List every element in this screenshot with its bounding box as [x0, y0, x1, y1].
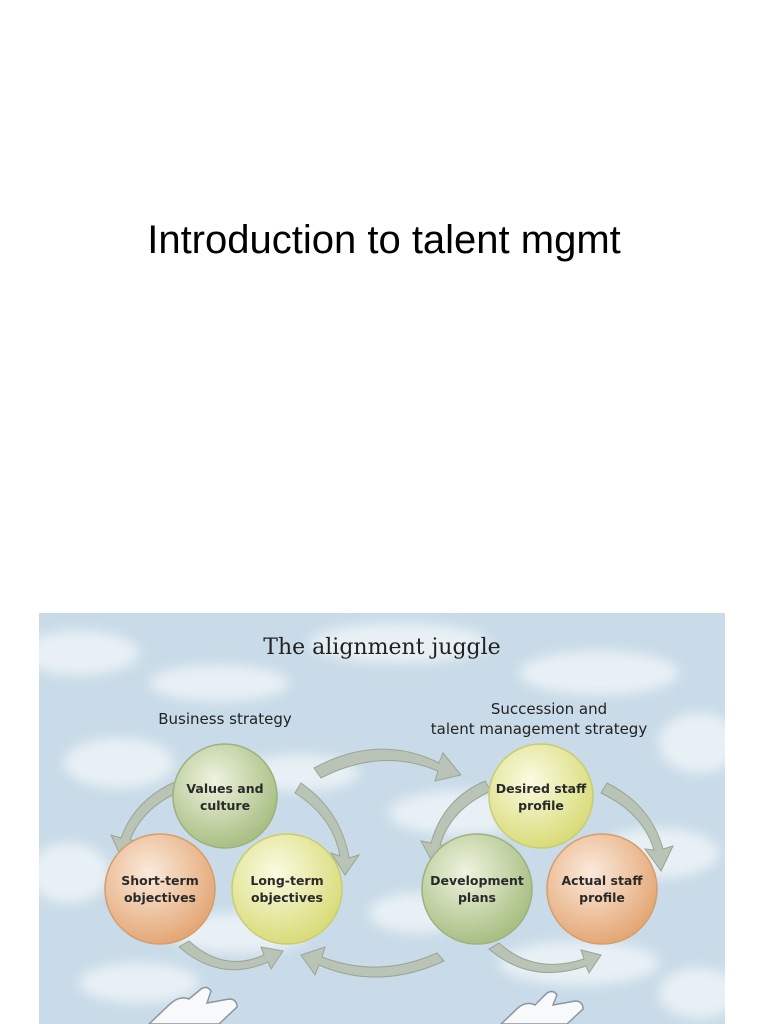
succession-heading-line1: Succession and: [491, 700, 607, 718]
bubble-values-culture: Values and culture: [172, 743, 278, 849]
succession-heading-line2: talent management strategy: [431, 720, 648, 738]
left-hand-icon: [147, 986, 238, 1024]
bubble-desired-profile-line2: profile: [518, 798, 564, 813]
bubble-actual-profile-line2: profile: [579, 890, 625, 905]
alignment-juggle-figure: The alignment juggle Business strategy S…: [39, 613, 725, 1024]
bubble-desired-profile-line1: Desired staff: [496, 781, 587, 796]
slide-title: Introduction to talent mgmt: [147, 218, 621, 262]
bubble-development-plans-line1: Development: [430, 873, 524, 888]
bubble-short-term: Short-term objectives: [104, 833, 216, 945]
left-arrow-upper-right: [294, 782, 361, 876]
hands-illustration: [147, 986, 584, 1024]
bubble-long-term-line1: Long-term: [250, 873, 323, 888]
bubble-values-culture-line1: Values and: [186, 781, 263, 796]
cycle-arrows: [110, 748, 674, 978]
bubble-development-plans-line2: plans: [458, 890, 496, 905]
bubble-long-term: Long-term objectives: [231, 833, 343, 945]
bridge-arrow-top: [313, 748, 462, 782]
bubble-long-term-line2: objectives: [251, 890, 323, 905]
right-arrow-upper-right: [600, 782, 674, 872]
figure-title: The alignment juggle: [263, 635, 500, 660]
bubble-values-culture-line2: culture: [200, 798, 250, 813]
right-hand-icon: [499, 990, 584, 1024]
business-strategy-heading: Business strategy: [158, 710, 292, 728]
bubble-short-term-line2: objectives: [124, 890, 196, 905]
bridge-arrow-bottom: [300, 946, 445, 978]
bubble-short-term-line1: Short-term: [121, 873, 198, 888]
right-arrow-bottom: [488, 942, 602, 975]
bubble-actual-profile: Actual staff profile: [546, 833, 658, 945]
bubble-desired-profile: Desired staff profile: [488, 743, 594, 849]
bubble-actual-profile-line1: Actual staff: [561, 873, 643, 888]
left-arrow-bottom: [178, 940, 284, 971]
bubble-development-plans: Development plans: [421, 833, 533, 945]
